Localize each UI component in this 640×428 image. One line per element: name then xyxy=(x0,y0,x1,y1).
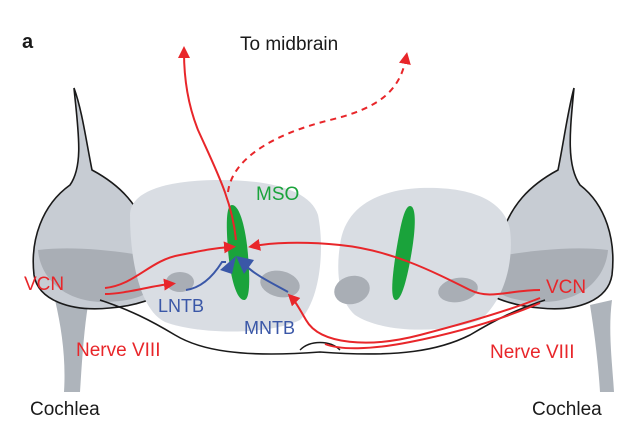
right-vcn-fiber-3 xyxy=(324,302,541,350)
brainstem-outline xyxy=(99,299,546,355)
left-vcn-input xyxy=(104,241,236,289)
mntb-label: MNTB xyxy=(244,318,295,338)
mntb-arrowhead xyxy=(236,256,254,274)
mso-label: MSO xyxy=(256,184,299,205)
cochlea-right-label: Cochlea xyxy=(532,399,602,420)
right-vcn-to-left-mso xyxy=(248,238,541,296)
nerve-left-label: Nerve VIII xyxy=(76,340,160,361)
right-mntb-nucleus xyxy=(438,277,478,303)
right-nerve-stem xyxy=(590,300,614,392)
nerve-right-label: Nerve VIII xyxy=(490,342,574,363)
left-vcn-region xyxy=(38,248,148,302)
lntb-label: LNTB xyxy=(158,296,204,316)
panel-label: a xyxy=(22,31,34,53)
mso-output-solid xyxy=(178,46,237,241)
right-superior-olive xyxy=(338,187,511,330)
right-mso xyxy=(392,206,415,300)
vcn-left-label: VCN xyxy=(24,274,64,295)
left-mntb-nucleus xyxy=(260,270,300,298)
cochlea-left-label: Cochlea xyxy=(30,399,100,420)
mso-output-dashed xyxy=(227,52,411,193)
lntb-inhibitory-input xyxy=(185,261,226,291)
vcn-right-label: VCN xyxy=(546,277,586,298)
left-vcn-to-lntb xyxy=(104,278,176,295)
to-midbrain-label: To midbrain xyxy=(240,34,338,55)
left-mso xyxy=(226,205,250,300)
left-nerve-stem xyxy=(55,300,88,392)
right-lntb-nucleus xyxy=(334,275,370,305)
right-vcn-region xyxy=(498,248,608,302)
lntb-arrowhead xyxy=(220,256,236,274)
right-vcn-to-mntb xyxy=(287,293,541,344)
